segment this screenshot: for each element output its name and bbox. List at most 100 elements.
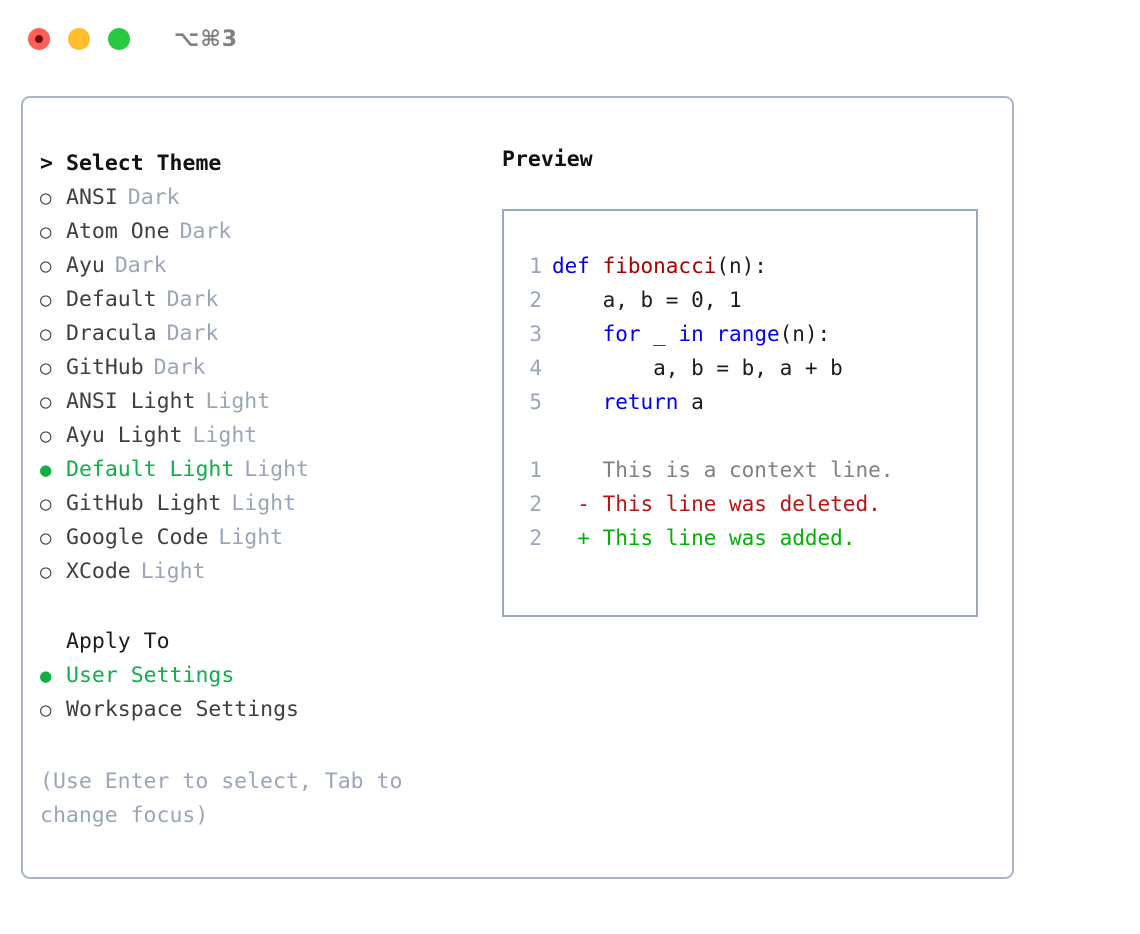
page-title: Select Theme [66,151,222,176]
code-line-text: for _ in range(n): [552,317,831,351]
theme-name-label: ANSI Light [66,389,196,414]
theme-list-item[interactable]: ○ ANSI Dark [40,181,480,215]
code-token-plain [552,390,603,414]
apply-to-list: ● User Settings ○Workspace Settings [40,659,480,727]
theme-variant-tag: Light [244,457,310,482]
radio-unselected-icon[interactable]: ○ [40,425,52,447]
theme-variant-tag: Dark [166,321,219,346]
code-line-number: 1 [529,254,542,278]
radio-unselected-icon[interactable]: ○ [40,391,52,413]
code-line: 4 a, b = b, a + b [516,351,976,385]
minimize-window-button[interactable] [68,28,90,50]
preview-title: Preview [502,147,593,172]
apply-to-label: User Settings [66,663,235,688]
code-line: 5 return a [516,385,976,419]
prompt-caret-icon: > [40,151,53,176]
apply-to-header: Apply To [66,629,170,654]
theme-name-label: Atom One [66,219,170,244]
code-token-plain: a, b = b, a + b [552,356,843,380]
theme-list-item[interactable]: ● Default Light Light [40,453,480,487]
diff-line-body: - This line was deleted. [552,487,880,521]
close-window-button[interactable] [28,28,50,50]
theme-list-item[interactable]: ○ Atom One Dark [40,215,480,249]
code-line: 3 for _ in range(n): [516,317,976,351]
theme-name-label: Google Code [66,525,209,550]
diff-sign: - [552,492,603,516]
theme-name-label: GitHub [66,355,144,380]
diff-line-number: 1 [529,458,542,482]
radio-unselected-icon[interactable]: ○ [40,357,52,379]
diff-line-body: This is a context line. [552,453,894,487]
radio-unselected-icon[interactable]: ○ [40,699,52,721]
code-token-plain [552,322,603,346]
theme-variant-tag: Dark [166,287,219,312]
apply-to-option[interactable]: ● User Settings [40,659,480,693]
theme-name-label: Default Light [66,457,235,482]
code-line-text: a, b = b, a + b [552,351,843,385]
radio-unselected-icon[interactable]: ○ [40,187,52,209]
close-icon [35,35,43,43]
theme-list-item[interactable]: ○ Ayu Dark [40,249,480,283]
radio-unselected-icon[interactable]: ○ [40,255,52,277]
code-token-plain: a [678,390,704,414]
radio-unselected-icon[interactable]: ○ [40,323,52,345]
theme-picker-title-row: > Select Theme [40,147,480,181]
code-token-plain: (n): [779,322,831,346]
code-line: 2 a, b = 0, 1 [516,283,976,317]
radio-unselected-icon[interactable]: ○ [40,561,52,583]
diff-sample: 1 This is a context line.2 - This line w… [516,453,976,555]
code-token-fn: fibonacci [602,254,717,278]
diff-line: 2 + This line was added. [516,521,976,555]
keyboard-hint-line-1: (Use Enter to select, Tab to [40,769,403,794]
theme-list-item[interactable]: ○ Google Code Light [40,521,480,555]
theme-name-label: Ayu [66,253,105,278]
code-token-plain [704,322,717,346]
theme-variant-tag: Light [218,525,284,550]
theme-variant-tag: Dark [179,219,232,244]
keyboard-hint-line-2: change focus) [40,803,209,828]
code-line: 1 def fibonacci(n): [516,249,976,283]
diff-line-body: + This line was added. [552,521,855,555]
radio-selected-icon[interactable]: ● [40,459,52,481]
code-token-kw: return [602,390,679,414]
code-line-number: 2 [529,288,542,312]
theme-name-label: XCode [66,559,131,584]
diff-line: 2 - This line was deleted. [516,487,976,521]
radio-unselected-icon[interactable]: ○ [40,289,52,311]
code-line-text: def fibonacci(n): [552,249,767,283]
radio-unselected-icon[interactable]: ○ [40,493,52,515]
diff-line-number: 2 [529,526,542,550]
theme-name-label: ANSI [66,185,118,210]
theme-name-label: GitHub Light [66,491,222,516]
theme-variant-tag: Dark [127,185,180,210]
diff-text: This line was added. [602,526,856,550]
code-token-plain: a, b = 0, 1 [552,288,742,312]
theme-list-item[interactable]: ○ GitHub Dark [40,351,480,385]
diff-line-number: 2 [529,492,542,516]
keyboard-shortcut-label: ⌥⌘3 [174,26,239,52]
theme-variant-tag: Dark [153,355,206,380]
theme-variant-tag: Light [192,423,258,448]
code-token-kw: range [716,322,780,346]
apply-to-option[interactable]: ○Workspace Settings [40,693,480,727]
theme-variant-tag: Dark [114,253,167,278]
radio-unselected-icon[interactable]: ○ [40,221,52,243]
radio-unselected-icon[interactable]: ○ [40,527,52,549]
maximize-window-button[interactable] [108,28,130,50]
diff-sign [552,458,603,482]
apply-to-group: Apply To ● User Settings ○Workspace Settin… [40,625,480,727]
code-line-text: a, b = 0, 1 [552,283,742,317]
code-token-kw: def [552,254,603,278]
radio-selected-icon[interactable]: ● [40,665,52,687]
